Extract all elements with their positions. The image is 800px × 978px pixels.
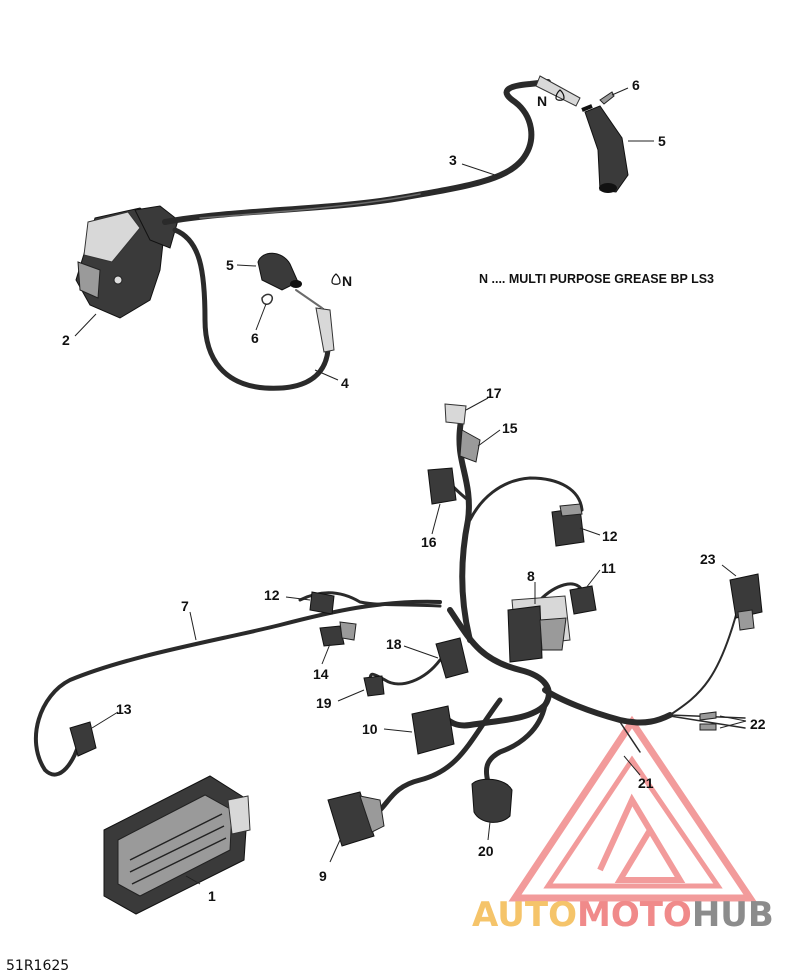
callout-4: 4 [341, 375, 349, 391]
ignition-coil[interactable] [75, 205, 179, 319]
connector-14[interactable] [319, 621, 357, 647]
watermark-part-hub: HUB [692, 895, 774, 935]
callout-11: 11 [601, 560, 616, 576]
spark-plug-cap-top[interactable] [581, 104, 629, 193]
cable-end-sleeve-lower [315, 307, 335, 353]
callout-18: 18 [386, 636, 402, 652]
connector-10[interactable] [411, 705, 455, 755]
callout-1: 1 [208, 888, 216, 904]
watermark-logo [508, 715, 757, 902]
leader-lines [74, 87, 747, 885]
callout-17: 17 [486, 385, 502, 401]
watermark-part-auto: AUTO [472, 895, 577, 935]
spark-plug-cap-lower[interactable] [257, 252, 302, 291]
main-wiring-harness[interactable] [34, 407, 746, 813]
callout-22: 22 [750, 716, 766, 732]
callout-15: 15 [502, 420, 518, 436]
grease-label-lower: N [342, 273, 352, 289]
clip-lower[interactable] [261, 293, 274, 305]
callout-9: 9 [319, 868, 327, 884]
watermark-triangle-outer [508, 715, 757, 902]
grease-mark-lower: N [331, 273, 352, 289]
ignition-cable-4[interactable] [172, 227, 331, 391]
callout-6-top: 6 [632, 77, 640, 93]
diagram-code: 51R1625 [6, 958, 69, 974]
connector-12-right[interactable] [551, 503, 585, 547]
connector-16[interactable] [427, 467, 457, 505]
callout-12-left: 12 [264, 587, 280, 603]
callout-7: 7 [181, 598, 189, 614]
callout-labels: 1 2 3 4 5 5 6 6 7 8 9 10 11 12 12 13 14 … [62, 77, 766, 904]
connector-8-ecm[interactable] [507, 595, 571, 663]
connector-12-left[interactable] [309, 591, 335, 615]
terminals-22[interactable] [699, 711, 717, 731]
watermark-triangle-inner [543, 755, 723, 889]
ignition-coil-assembly: N N [75, 75, 629, 391]
connector-17[interactable] [444, 403, 467, 425]
callout-6-lower: 6 [251, 330, 259, 346]
callout-20: 20 [478, 843, 494, 859]
watermark-text-auto: AUTOMOTOHUB [472, 895, 774, 935]
callout-13: 13 [116, 701, 132, 717]
callout-8: 8 [527, 568, 535, 584]
grease-label-top: N [537, 93, 547, 109]
connector-9[interactable] [327, 791, 385, 847]
connector-13[interactable] [69, 721, 97, 757]
callout-5-top: 5 [658, 133, 666, 149]
connector-18[interactable] [435, 637, 469, 679]
callout-2: 2 [62, 332, 70, 348]
callout-5-lower: 5 [226, 257, 234, 273]
callout-3: 3 [449, 152, 457, 168]
engine-control-module[interactable] [103, 775, 251, 915]
callout-12-right: 12 [602, 528, 618, 544]
callout-23: 23 [700, 551, 716, 567]
watermark-part-moto: MOTO [577, 895, 692, 935]
grease-mark-top: N [537, 89, 565, 109]
callout-19: 19 [316, 695, 332, 711]
watermark-spiral [597, 793, 686, 883]
connector-15[interactable] [459, 429, 481, 463]
connector-11[interactable] [569, 585, 597, 615]
watermark-text: AUTOMOTOHUB [472, 895, 774, 935]
callout-14: 14 [313, 666, 329, 682]
grease-note: N .... MULTI PURPOSE GREASE BP LS3 [479, 272, 714, 286]
connector-23[interactable] [729, 573, 763, 631]
ignition-cable-3[interactable] [162, 79, 551, 225]
sensor-19[interactable] [363, 675, 385, 697]
callout-10: 10 [362, 721, 378, 737]
connector-20[interactable] [471, 778, 513, 823]
callout-21: 21 [638, 775, 654, 791]
callout-16: 16 [421, 534, 437, 550]
clip-top[interactable] [599, 91, 615, 105]
